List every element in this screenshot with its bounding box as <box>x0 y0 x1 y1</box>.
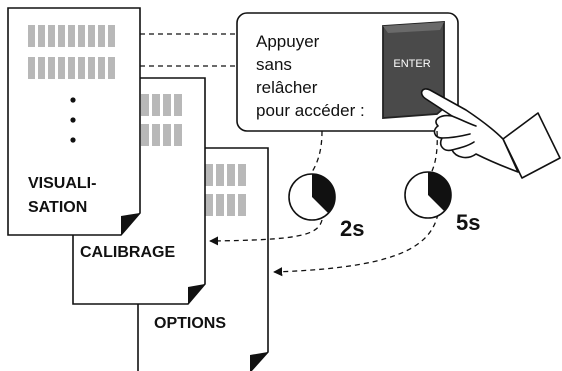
leader-lines <box>140 33 237 67</box>
visualisation-page: VISUALI- SATION <box>7 7 141 236</box>
visualisation-grid-placeholder <box>28 25 115 79</box>
callout-line1: Appuyer <box>256 32 320 51</box>
callout-line3: relâcher <box>256 78 318 97</box>
enter-key-label: ENTER <box>393 58 430 70</box>
visualisation-label-line2: SATION <box>28 199 87 216</box>
options-label: OPTIONS <box>154 315 226 332</box>
timer-2s: 2s <box>288 173 364 241</box>
stopwatch-icon <box>404 171 452 219</box>
callout-line2: sans <box>256 55 292 74</box>
callout-line4: pour accéder : <box>256 101 365 120</box>
options-grid-placeholder <box>205 164 246 216</box>
calibrage-label: CALIBRAGE <box>80 244 175 261</box>
visualisation-label-line1: VISUALI- <box>28 175 96 192</box>
timer-5s: 5s <box>404 171 480 235</box>
flow-arrows <box>209 130 439 277</box>
ellipsis-dots <box>70 97 76 143</box>
calibrage-grid-placeholder <box>141 94 182 146</box>
timer-2s-label: 2s <box>340 216 364 241</box>
stopwatch-icon <box>288 173 336 221</box>
hand-pointer-icon <box>420 88 561 179</box>
timer-5s-label: 5s <box>456 210 480 235</box>
